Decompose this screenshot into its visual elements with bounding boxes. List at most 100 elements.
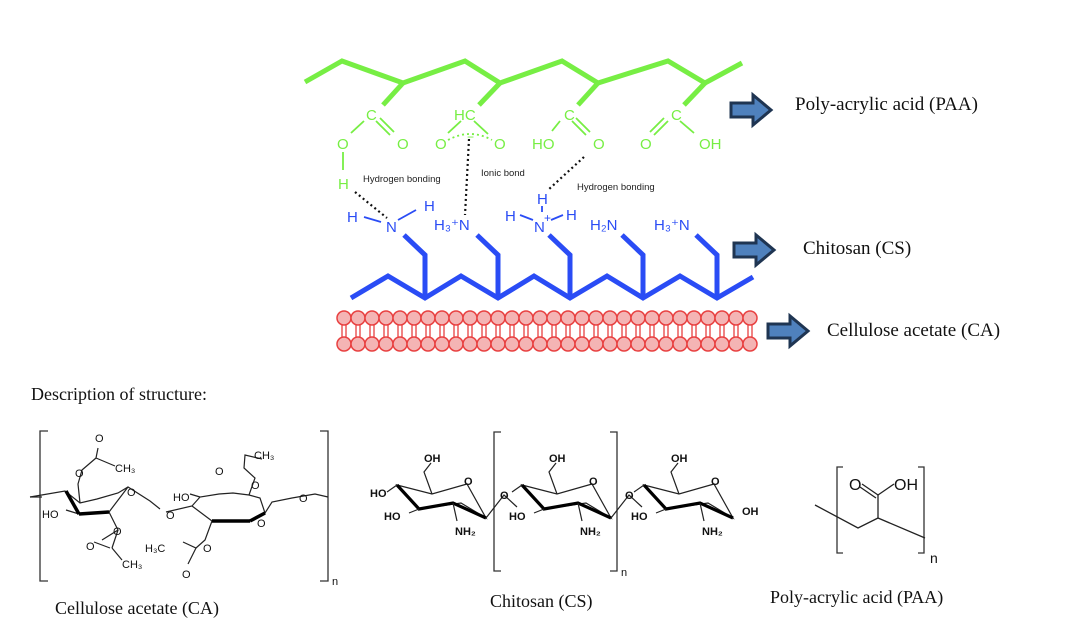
ca-atom: O — [257, 518, 266, 530]
cs-atom: OH — [742, 506, 759, 518]
ca-lipid-head — [420, 310, 436, 326]
chitosan-nh-bonds — [363, 206, 564, 223]
hbond-line-2 — [547, 156, 585, 191]
paa-atom: O — [337, 136, 349, 153]
cs-atom: NH₂ — [702, 526, 723, 538]
ca-lipid-head — [546, 310, 562, 326]
chitosan-atom: H — [537, 191, 548, 208]
paa-skeleton — [814, 483, 926, 539]
ca-lipid-head — [574, 310, 590, 326]
ca-atom: O — [203, 543, 212, 555]
ca-lipid-head — [392, 336, 408, 352]
chitosan-charge: + — [544, 211, 551, 225]
ca-lipid-head — [462, 310, 478, 326]
chitosan-branch-1 — [402, 233, 428, 298]
ca-atom: HO — [42, 509, 59, 521]
ca-lipid-head — [406, 336, 422, 352]
chitosan-atom: H — [566, 207, 577, 224]
ca-atom: O — [127, 487, 136, 499]
legend-label-cs: Chitosan (CS) — [803, 238, 912, 259]
paa-atom: HO — [532, 136, 555, 153]
ca-lipid-head — [406, 310, 422, 326]
paa-atom: HC — [454, 107, 476, 124]
cs-atom: O — [625, 490, 634, 502]
paa-struct-subscript: n — [930, 550, 938, 566]
ca-lipid-head — [434, 336, 450, 352]
paa-backbone — [303, 58, 744, 86]
ca-atom: HO — [173, 492, 190, 504]
ca-lipid-head — [714, 310, 730, 326]
ca-lipid-head — [574, 336, 590, 352]
paa-struct-atom: OH — [894, 477, 918, 494]
paa-atom: O — [494, 136, 506, 153]
ca-lipid-head — [588, 336, 604, 352]
chitosan-branch-3 — [547, 233, 573, 298]
ca-atom-labels: O CH₃ O O HO O O O CH₃ H₃C O O HO CH₃ O … — [42, 433, 338, 588]
ca-lipid-head — [700, 310, 716, 326]
ca-atom: O — [86, 541, 95, 553]
ca-lipid-head — [350, 336, 366, 352]
cs-subscript: n — [621, 567, 627, 579]
ca-wedges — [64, 490, 266, 523]
paa-bracket-right — [918, 466, 925, 554]
chitosan-chain — [349, 206, 755, 301]
cs-atom: OH — [424, 453, 441, 465]
caption-ca: Cellulose acetate (CA) — [55, 598, 219, 618]
paa-branch-3 — [576, 81, 600, 107]
ca-lipid-head — [616, 310, 632, 326]
ca-lipid-head — [602, 310, 618, 326]
ca-bracket-right — [320, 430, 329, 582]
ca-lipid-head — [644, 310, 660, 326]
ca-lipid-head — [602, 336, 618, 352]
legend-arrows — [729, 91, 811, 350]
ca-lipid-head — [686, 310, 702, 326]
ca-atom: O — [75, 468, 84, 480]
interaction-lines — [354, 138, 585, 219]
paa-atom: OH — [699, 136, 722, 153]
paa-carboxyl-bonds — [342, 117, 695, 170]
arrow-cs-icon — [732, 231, 777, 269]
ca-lipid-head — [350, 310, 366, 326]
ca-lipid-head — [462, 336, 478, 352]
cs-atom: OH — [549, 453, 566, 465]
paa-atom-labels: O OH n — [849, 477, 938, 566]
ca-lipid-head — [700, 336, 716, 352]
cs-atom: NH₂ — [455, 526, 476, 538]
ca-lipid-head — [658, 310, 674, 326]
hbond-line-1 — [354, 191, 388, 219]
ca-lipid-head — [518, 310, 534, 326]
ca-lipid-head — [658, 336, 674, 352]
legend-label-paa: Poly-acrylic acid (PAA) — [795, 94, 978, 115]
chitosan-atom: H — [424, 198, 435, 215]
chitosan-atom: H₃⁺N — [654, 217, 690, 234]
description-heading: Description of structure: — [31, 384, 207, 404]
ca-atom: O — [299, 493, 308, 505]
ca-lipid-head — [336, 310, 352, 326]
structure-brackets — [39, 430, 925, 582]
paa-atoms: C O O HC O O − C HO O C O OH H — [337, 107, 722, 193]
paa-branch-4 — [682, 81, 707, 107]
cs-atom: HO — [370, 488, 387, 500]
chitosan-atoms: H N H H₃⁺N H H N + H H₂N H₃⁺N — [347, 191, 690, 236]
ca-lipid-head — [644, 336, 660, 352]
cs-atom: O — [500, 490, 509, 502]
chitosan-atom: H₃⁺N — [434, 217, 470, 234]
cs-glycosidic-bond — [485, 494, 518, 519]
chitosan-atom: H — [347, 209, 358, 226]
ca-lipid-head — [672, 336, 688, 352]
ca-lipid-head — [378, 310, 394, 326]
ca-lipid-head — [490, 310, 506, 326]
ca-lipid-head — [532, 310, 548, 326]
cs-atom: O — [711, 476, 720, 488]
ca-lipid-head — [434, 310, 450, 326]
chitosan-branch-5 — [694, 233, 720, 298]
ca-lipid-head — [532, 336, 548, 352]
ca-lipid-head — [336, 336, 352, 352]
ca-atom: O — [166, 510, 175, 522]
